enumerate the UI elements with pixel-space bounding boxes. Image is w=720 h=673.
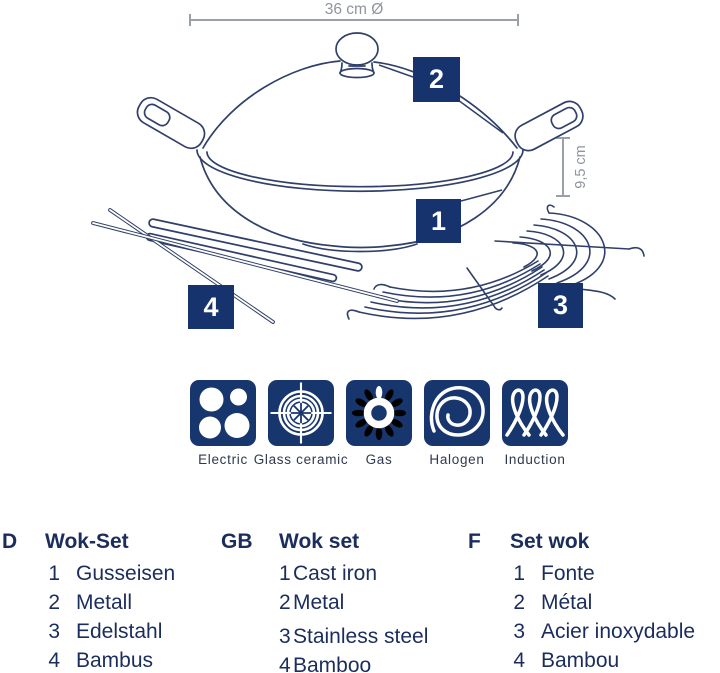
item-label: Edelstahl	[76, 620, 163, 643]
glass-ceramic-hob-icon	[268, 380, 334, 446]
item-label: Cast iron	[293, 562, 378, 585]
legend-lang-d: D	[2, 530, 18, 553]
legend-column-d: D Wok-Set 1 Gusseisen 2 Metall 3 Edelsta…	[2, 527, 175, 673]
item-number: 2	[48, 591, 60, 614]
legend-item: 1 Cast iron	[279, 559, 428, 588]
legend-column-f: F Set wok 1 Fonte 2 Métal 3 Acier inoxyd…	[468, 527, 695, 673]
badge-rack: 3	[538, 283, 583, 328]
legend-item: 4 Bambou	[510, 646, 695, 673]
item-label: Bambus	[76, 649, 154, 672]
item-label: Stainless steel	[293, 625, 429, 648]
hob-label-glass-ceramic: Glass ceramic	[253, 452, 349, 467]
hob-label-halogen: Halogen	[429, 452, 485, 467]
hob-glass-ceramic	[268, 380, 334, 446]
item-number: 1	[48, 562, 60, 585]
chopsticks-drawing	[91, 208, 399, 324]
item-label: Bamboo	[293, 654, 372, 673]
legend-item: 2 Metal	[279, 588, 428, 617]
legend-title-f: Set wok	[510, 530, 590, 553]
height-dimension	[556, 137, 570, 197]
legend-item: 2 Metall	[45, 588, 175, 617]
induction-hob-icon	[502, 380, 568, 446]
rack-drawing	[346, 204, 645, 320]
halogen-hob-icon	[424, 380, 490, 446]
legend-title-gb: Wok set	[279, 530, 360, 553]
height-dimension-label: 9,5 cm	[573, 145, 589, 189]
item-number: 4	[48, 649, 60, 672]
hob-induction	[502, 380, 568, 446]
legend-lang-gb: GB	[221, 530, 253, 553]
badge-chopsticks: 4	[188, 285, 234, 329]
electric-hob-icon	[190, 380, 256, 446]
width-dimension	[189, 14, 519, 26]
item-number: 2	[279, 591, 291, 614]
hob-halogen	[424, 380, 490, 446]
badge-wok: 1	[416, 199, 461, 243]
lid-drawing	[202, 32, 518, 149]
item-number: 4	[279, 654, 291, 673]
item-number: 2	[513, 591, 525, 614]
item-number: 3	[279, 625, 291, 648]
badge-lid: 2	[413, 57, 460, 102]
item-label: Metal	[293, 591, 345, 614]
legend-item: 3 Stainless steel	[279, 622, 428, 651]
item-label: Métal	[541, 591, 593, 614]
legend-title-d: Wok-Set	[45, 530, 129, 553]
item-number: 3	[48, 620, 60, 643]
wok-body-drawing	[136, 96, 584, 253]
item-label: Metall	[76, 591, 133, 614]
legend-item: 1 Fonte	[510, 559, 695, 588]
item-label: Gusseisen	[76, 562, 176, 585]
hob-label-induction: Induction	[504, 452, 566, 467]
item-label: Acier inoxydable	[541, 620, 696, 643]
hob-label-gas: Gas	[365, 452, 393, 467]
item-label: Fonte	[541, 562, 595, 585]
item-number: 3	[513, 620, 525, 643]
legend-item: 3 Edelstahl	[45, 617, 175, 646]
legend-item: 1 Gusseisen	[45, 559, 175, 588]
legend-item: 2 Métal	[510, 588, 695, 617]
wok-set-illustration: 36 cm Ø 9,5 cm	[91, 1, 645, 324]
gas-hob-icon	[346, 380, 412, 446]
legend-column-gb: GB Wok set 1 Cast iron 2 Metal 3 Stainle…	[221, 527, 428, 673]
item-number: 1	[279, 562, 291, 585]
item-number: 1	[513, 562, 525, 585]
hob-gas	[346, 380, 412, 446]
legend-item: 4 Bambus	[45, 646, 175, 673]
legend-lang-f: F	[468, 530, 481, 553]
legend-item: 3 Acier inoxydable	[510, 617, 695, 646]
legend-item: 4 Bamboo	[279, 651, 428, 673]
item-number: 4	[513, 649, 525, 672]
hob-label-electric: Electric	[198, 452, 248, 467]
item-label: Bambou	[541, 649, 620, 672]
hob-electric	[190, 380, 256, 446]
leader-lines	[378, 64, 504, 202]
width-dimension-label: 36 cm Ø	[325, 1, 384, 18]
